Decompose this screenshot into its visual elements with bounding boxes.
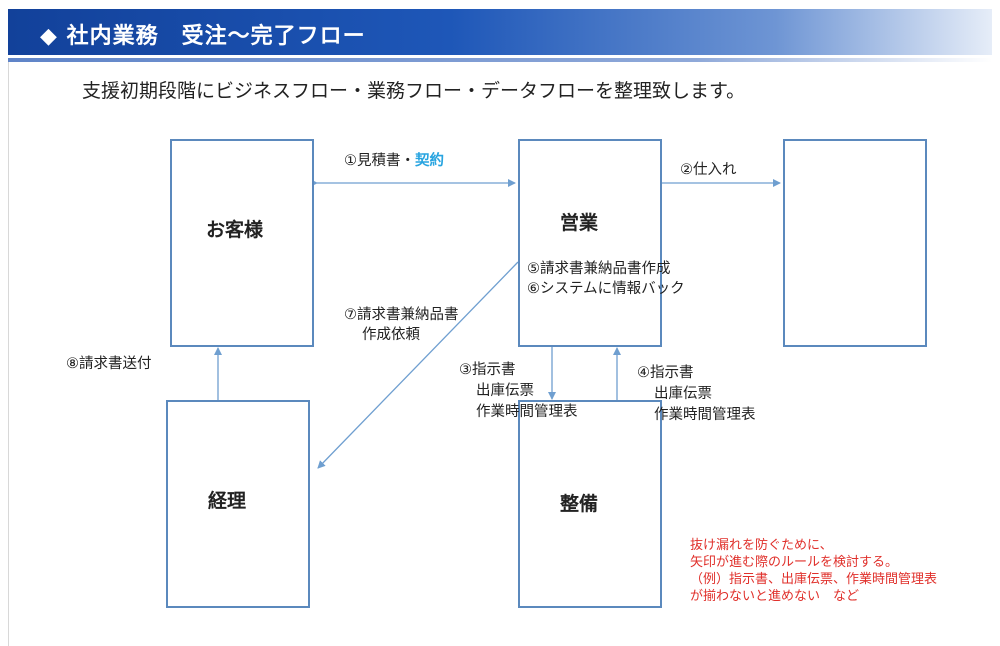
edge-1-highlight: 契約	[415, 153, 444, 169]
edge-2-label: ②仕入れ	[680, 162, 737, 178]
node-accounting-label: 経理	[208, 490, 247, 512]
red-note-line: 抜け漏れを防ぐために、	[690, 538, 833, 553]
node-sales-label: 営業	[560, 212, 599, 234]
bullet-icon: ◆	[40, 24, 58, 49]
edge-4-label-line3: 作業時間管理表	[654, 407, 756, 423]
edge-7-label-line2: 作成依頼	[362, 327, 420, 343]
edge-3-label-line3: 作業時間管理表	[476, 404, 578, 420]
slide-title-text: 社内業務 受注〜完了フロー	[66, 24, 366, 49]
red-note-line: 矢印が進む際のルールを検討する。	[690, 555, 899, 570]
red-note-line: （例）指示書、出庫伝票、作業時間管理表	[690, 572, 938, 587]
node-sales	[518, 139, 662, 347]
slide-left-border	[8, 62, 9, 646]
node-accounting	[166, 400, 310, 608]
red-note-line: が揃わないと進めない など	[690, 589, 860, 604]
edge-5-label: ⑤請求書兼納品書作成	[527, 261, 671, 277]
node-supplier	[783, 139, 927, 347]
edge-3-label-line1: ③指示書	[459, 362, 516, 378]
node-customer	[170, 139, 314, 347]
slide-header: ◆ 社内業務 受注〜完了フロー	[8, 9, 992, 55]
header-underline	[8, 58, 992, 62]
edge-8-label: ⑧請求書送付	[66, 356, 152, 372]
edge-1-text: ①見積書・	[344, 153, 415, 169]
node-customer-label: お客様	[206, 219, 264, 241]
node-maintenance	[518, 400, 662, 608]
edge-7-label-line1: ⑦請求書兼納品書	[344, 307, 459, 323]
edge-4-label-line1: ④指示書	[637, 365, 694, 381]
red-note: 抜け漏れを防ぐために、 矢印が進む際のルールを検討する。 （例）指示書、出庫伝票…	[690, 537, 937, 605]
edge-6-label: ⑥システムに情報バック	[527, 281, 685, 297]
edge-4-label-line2: 出庫伝票	[654, 386, 712, 402]
slide-subtitle: 支援初期段階にビジネスフロー・業務フロー・データフローを整理致します。	[82, 80, 746, 102]
edge-3-label-line2: 出庫伝票	[476, 383, 534, 399]
node-maintenance-label: 整備	[560, 493, 599, 515]
slide-title: ◆ 社内業務 受注〜完了フロー	[40, 18, 366, 50]
arrow-sales-accounting	[317, 261, 519, 469]
edge-1-label: ①見積書・契約	[344, 151, 444, 171]
